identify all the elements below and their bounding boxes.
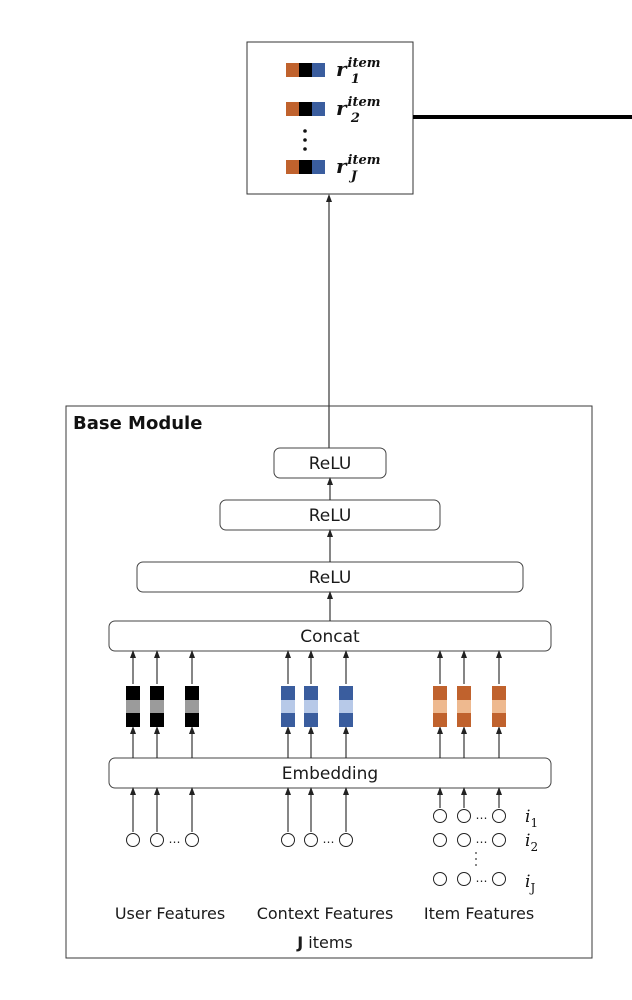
relu-layer-3: ReLU <box>136 561 524 593</box>
input-node <box>281 833 295 847</box>
input-node <box>433 833 447 847</box>
context-features-label: Context Features <box>257 904 394 923</box>
embedding-vector <box>281 650 295 758</box>
input-ellipsis: … <box>476 808 488 822</box>
output-box <box>246 41 414 195</box>
input-node <box>457 833 471 847</box>
embedding-vector <box>433 650 447 758</box>
svg-text:ReLU: ReLU <box>309 454 352 474</box>
concat-layer: Concat <box>108 620 552 652</box>
output-ellipsis <box>303 129 307 151</box>
output-vector-cell <box>299 102 312 116</box>
item-index-label: iJ <box>525 872 535 895</box>
input-node <box>492 833 506 847</box>
input-node <box>433 809 447 823</box>
input-node <box>185 833 199 847</box>
relu-layer-1: ReLU <box>273 447 387 479</box>
output-vector-cell <box>286 102 299 116</box>
svg-text:Concat: Concat <box>300 627 360 647</box>
input-ellipsis: … <box>476 832 488 846</box>
input-node <box>126 833 140 847</box>
svg-text:Embedding: Embedding <box>282 764 378 784</box>
embedding-layer: Embedding <box>108 757 552 789</box>
items-caption: J items <box>296 933 353 952</box>
row-ellipsis-dot <box>475 852 477 854</box>
base-module-frame <box>65 405 593 959</box>
input-ellipsis: … <box>476 871 488 885</box>
svg-text:ReLU: ReLU <box>309 568 352 588</box>
input-node <box>457 809 471 823</box>
input-nodes: … … … … … <box>126 787 506 886</box>
input-node <box>457 872 471 886</box>
embedding-vector <box>126 650 140 758</box>
output-vector-cell <box>312 102 325 116</box>
input-node-group: … <box>126 787 199 847</box>
item-input-node-group: … … … <box>433 787 506 886</box>
input-node-group: … <box>281 787 353 847</box>
item-features-label: Item Features <box>424 904 534 923</box>
row-ellipsis-dot <box>475 864 477 866</box>
item-index-label: i2 <box>525 831 538 854</box>
embedding-vector <box>457 650 471 758</box>
input-node <box>339 833 353 847</box>
output-vector-cell <box>312 63 325 77</box>
embedding-vector <box>339 650 353 758</box>
input-node <box>492 809 506 823</box>
embedding-vector <box>150 650 164 758</box>
svg-text:ReLU: ReLU <box>309 506 352 526</box>
output-vector-cell <box>286 63 299 77</box>
output-vector-cell <box>299 160 312 174</box>
row-ellipsis-dot <box>475 858 477 860</box>
embedding-vectors <box>126 650 506 758</box>
input-node <box>433 872 447 886</box>
input-node <box>492 872 506 886</box>
output-vector-cell <box>299 63 312 77</box>
embedding-vector <box>304 650 318 758</box>
item-index-label: i1 <box>525 807 538 830</box>
output-vector-cell <box>286 160 299 174</box>
base-module-title: Base Module <box>73 413 202 434</box>
relu-layer-2: ReLU <box>219 499 441 531</box>
input-ellipsis: … <box>323 832 335 846</box>
input-node <box>304 833 318 847</box>
input-ellipsis: … <box>169 832 181 846</box>
user-features-label: User Features <box>115 904 225 923</box>
output-vector-cell <box>312 160 325 174</box>
embedding-vector <box>492 650 506 758</box>
input-node <box>150 833 164 847</box>
embedding-vector <box>185 650 199 758</box>
